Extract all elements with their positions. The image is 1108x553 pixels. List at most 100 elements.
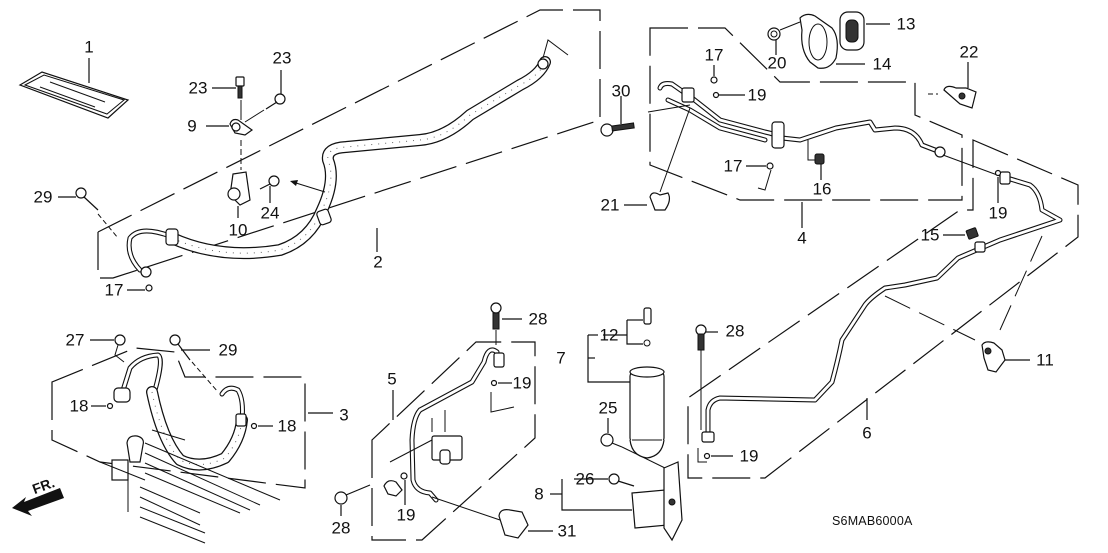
callout-9[interactable]: 9 xyxy=(187,116,197,136)
part-18-o-ring-b[interactable] xyxy=(250,422,258,430)
callout-19-b[interactable]: 19 xyxy=(988,203,1008,223)
callout-29-a[interactable]: 29 xyxy=(33,187,53,207)
part-30-bolt[interactable] xyxy=(600,122,635,137)
callout-6[interactable]: 6 xyxy=(862,423,872,443)
part-23-bolt-vertical[interactable] xyxy=(235,76,245,99)
part-28-bolt-center[interactable] xyxy=(490,302,502,330)
callout-12[interactable]: 12 xyxy=(599,325,619,345)
callout-19-c[interactable]: 19 xyxy=(739,446,759,466)
part-22-clip[interactable] xyxy=(943,85,977,109)
condenser xyxy=(99,429,281,544)
callout-18-a[interactable]: 18 xyxy=(69,396,89,416)
callout-25[interactable]: 25 xyxy=(598,398,618,418)
callout-26[interactable]: 26 xyxy=(575,469,595,489)
leader-2-end xyxy=(542,39,569,59)
part-17-o-ring-c[interactable] xyxy=(766,162,774,170)
callout-16[interactable]: 16 xyxy=(812,179,832,199)
callout-3[interactable]: 3 xyxy=(339,405,349,425)
callout-23-a[interactable]: 23 xyxy=(188,78,208,98)
part-6-pipe[interactable] xyxy=(701,171,1063,443)
callout-4[interactable]: 4 xyxy=(797,228,807,248)
callout-23-b[interactable]: 23 xyxy=(272,48,292,68)
part-20-nut[interactable] xyxy=(767,27,781,41)
front-arrow-icon xyxy=(12,488,64,516)
part-3-hose[interactable] xyxy=(113,352,248,471)
guide-25 xyxy=(621,446,666,469)
callout-8[interactable]: 8 xyxy=(534,484,544,504)
callout-2[interactable]: 2 xyxy=(373,252,383,272)
callout-30[interactable]: 30 xyxy=(611,81,631,101)
callout-10[interactable]: 10 xyxy=(228,220,248,240)
callout-21[interactable]: 21 xyxy=(600,195,620,215)
guide-21 xyxy=(659,107,691,193)
callout-28-c[interactable]: 28 xyxy=(331,518,351,538)
part-29-bolt-lower[interactable] xyxy=(169,334,191,361)
part-18-o-ring-a[interactable] xyxy=(106,402,114,410)
callout-22[interactable]: 22 xyxy=(959,42,979,62)
part-11-clip[interactable] xyxy=(981,341,1006,373)
part-23-bolt-angled[interactable] xyxy=(265,93,286,110)
callout-17-c[interactable]: 17 xyxy=(723,156,743,176)
guide-19d xyxy=(490,392,515,413)
part-26-bolt[interactable] xyxy=(608,473,635,487)
group-2-outline xyxy=(97,9,601,279)
callout-31[interactable]: 31 xyxy=(557,521,577,541)
part-12-switch[interactable] xyxy=(643,307,652,347)
group-5-outline xyxy=(371,341,536,541)
part-2-hose[interactable] xyxy=(126,56,551,278)
callout-18-b[interactable]: 18 xyxy=(277,416,297,436)
part-29-bolt-upper[interactable] xyxy=(75,187,99,211)
bracket-12 xyxy=(626,320,643,345)
part-13-grommet[interactable] xyxy=(839,11,865,51)
callout-20[interactable]: 20 xyxy=(767,53,787,73)
callout-1[interactable]: 1 xyxy=(84,37,94,57)
part-25-bolt[interactable] xyxy=(600,433,623,448)
part-19-o-ring-a[interactable] xyxy=(712,91,720,99)
callout-19-d[interactable]: 19 xyxy=(512,373,532,393)
part-28-bolt-lower[interactable] xyxy=(334,484,371,505)
bracket-8 xyxy=(561,479,632,511)
part-21-clip[interactable] xyxy=(649,192,671,211)
callout-27[interactable]: 27 xyxy=(65,330,85,350)
callout-14[interactable]: 14 xyxy=(872,54,892,74)
part-19-o-ring-c[interactable] xyxy=(703,452,711,460)
part-17-o-ring[interactable] xyxy=(145,284,153,292)
part-31-bracket[interactable] xyxy=(498,509,529,539)
callout-15[interactable]: 15 xyxy=(920,225,940,245)
callout-17-b[interactable]: 17 xyxy=(704,45,724,65)
part-17-o-ring-b[interactable] xyxy=(710,76,718,84)
callout-11[interactable]: 11 xyxy=(1036,350,1054,370)
group-3-outline xyxy=(51,347,306,489)
part-19-o-ring-b[interactable] xyxy=(994,169,1002,177)
part-8-bracket[interactable] xyxy=(631,461,683,542)
arrow-head-icon xyxy=(290,180,298,186)
callout-29-b[interactable]: 29 xyxy=(218,340,238,360)
callout-19-e[interactable]: 19 xyxy=(396,505,416,525)
part-27-nut[interactable] xyxy=(114,334,126,346)
callout-7[interactable]: 7 xyxy=(556,348,566,368)
guide-11b xyxy=(999,235,1043,331)
part-5-pipe[interactable] xyxy=(383,347,505,503)
part-15-cap[interactable] xyxy=(965,227,979,240)
part-4-pipe[interactable] xyxy=(657,81,946,158)
callout-17-a[interactable]: 17 xyxy=(104,280,124,300)
callout-5[interactable]: 5 xyxy=(387,369,397,389)
guide-29b xyxy=(191,361,219,393)
callout-28-a[interactable]: 28 xyxy=(528,309,548,329)
part-19-o-ring-d[interactable] xyxy=(490,379,498,387)
callout-19-a[interactable]: 19 xyxy=(747,85,767,105)
part-10-bracket[interactable] xyxy=(227,171,251,206)
part-19-o-ring-e[interactable] xyxy=(400,472,408,480)
part-1-seal[interactable] xyxy=(18,71,130,119)
part-9-clamp[interactable] xyxy=(229,118,254,136)
guide-11 xyxy=(884,295,976,341)
part-24-bolt[interactable] xyxy=(259,175,280,190)
part-28-bolt-right[interactable] xyxy=(695,324,707,351)
callout-24[interactable]: 24 xyxy=(260,203,280,223)
part-14-plate[interactable] xyxy=(799,13,838,69)
callout-28-b[interactable]: 28 xyxy=(725,321,745,341)
part-16-cap[interactable] xyxy=(814,153,825,165)
part-7-receiver-dryer[interactable] xyxy=(629,366,665,459)
callout-13[interactable]: 13 xyxy=(896,14,916,34)
